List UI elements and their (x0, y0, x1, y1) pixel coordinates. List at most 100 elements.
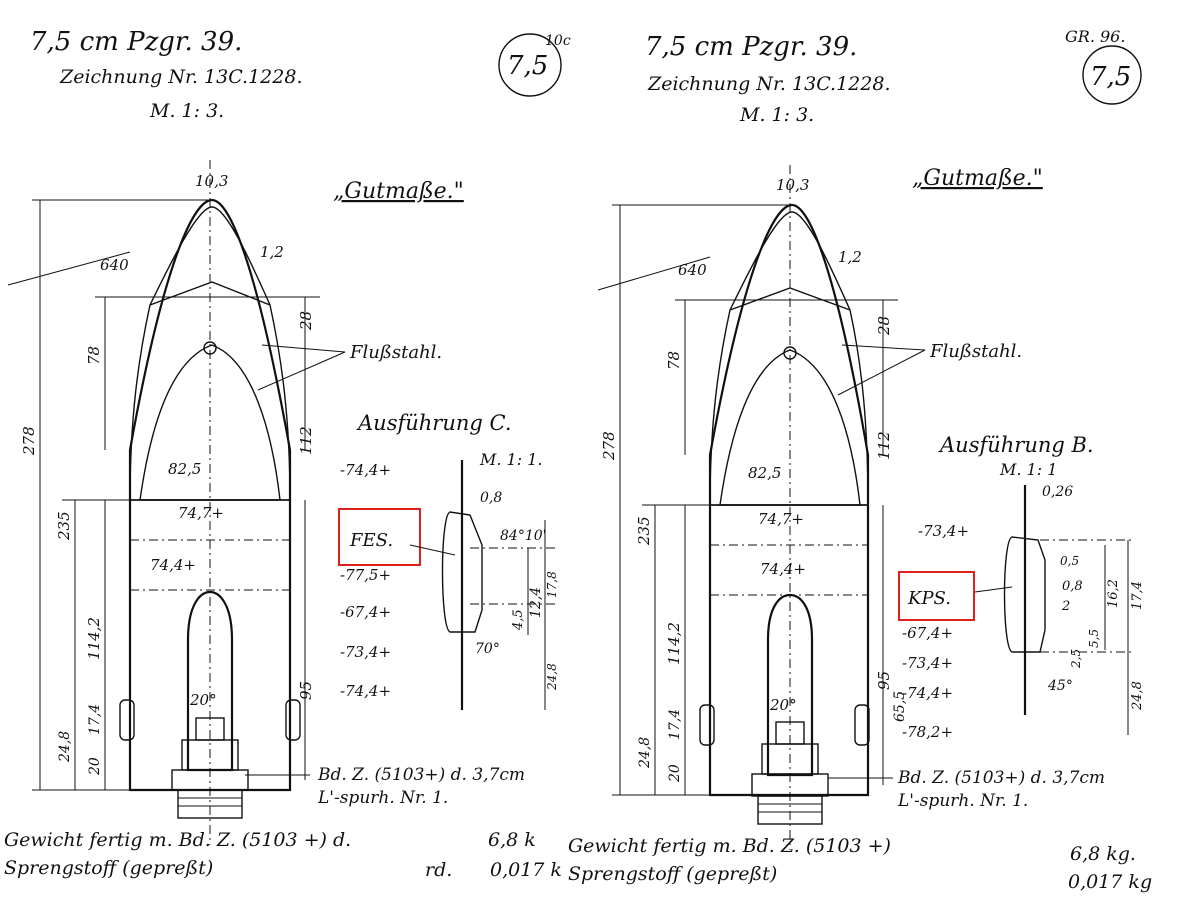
left-band-b5: -74,4+ (340, 682, 391, 700)
left-callout-box (338, 508, 421, 566)
left-band-b1: -74,4+ (340, 461, 391, 479)
left-band-r (285, 699, 301, 741)
right-dim-d747: 74,7+ (758, 510, 804, 528)
right-dim-d1142: 114,2 (665, 622, 683, 665)
right-dim-d78: 78 (665, 351, 683, 370)
right-heading: „Gutmaße." (912, 166, 1043, 191)
right-dim-d235: 235 (635, 516, 653, 546)
right-variant: Ausführung B. (938, 433, 1094, 457)
left-charge-rd: rd. (425, 859, 452, 881)
right-band-b4: -74,4+ (902, 684, 953, 702)
right-band-b3: -73,4+ (902, 654, 953, 672)
right-band-b9: 2 (1061, 599, 1070, 614)
left-band-b11: 17,8 (545, 571, 559, 598)
left-band-l (119, 699, 135, 741)
left-band-b12: 24,8 (545, 663, 559, 691)
left-dim-d248: 24,8 (57, 731, 73, 763)
left-dim-d747: 74,7+ (178, 504, 224, 522)
left-band-b3: -67,4+ (340, 603, 391, 621)
right-band-b10: 16,2 (1106, 579, 1121, 608)
right-scale: M. 1: 3. (739, 104, 814, 126)
left-cap-inner (149, 206, 213, 306)
left-drawing: 7,5 cm Pzgr. 39. Zeichnung Nr. 13C.1228.… (4, 27, 571, 881)
left-band-b9: 4,5 (511, 609, 526, 631)
left-band-b2: -77,5+ (340, 566, 391, 584)
left-dim-radius: 640 (100, 256, 129, 274)
right-callout-box (898, 571, 975, 621)
left-weight-value: 6,8 k (488, 829, 536, 851)
right-band-b8: 0,8 (1062, 579, 1083, 594)
right-dim-d248: 24,8 (637, 737, 653, 769)
right-body (709, 504, 869, 796)
right-band-b6: 0,26 (1042, 484, 1073, 500)
left-variant-scale: M. 1: 1. (479, 450, 542, 469)
left-dim-d1142: 114,2 (85, 617, 103, 660)
left-dim-d95: 95 (297, 681, 315, 700)
right-drawing-number: Zeichnung Nr. 13C.1228. (647, 73, 890, 95)
right-badge: 7,5 (1090, 62, 1131, 92)
left-dim-d112: 112 (297, 426, 315, 455)
left-band-b8: 12,4 (528, 587, 544, 618)
right-dim-d20: 20 (667, 764, 683, 783)
right-dim-d278: 278 (600, 431, 618, 461)
right-material: Flußstahl. (929, 341, 1022, 362)
left-dim-d744: 74,4+ (150, 556, 196, 574)
right-dim-tip: 10,3 (776, 176, 809, 194)
left-dim-wall: 1,2 (260, 243, 284, 261)
left-band-b10: 70° (475, 641, 500, 657)
left-title: 7,5 cm Pzgr. 39. (30, 27, 242, 57)
right-dim-d174: 17,4 (667, 709, 683, 740)
right-band-b14: 45° (1047, 678, 1073, 694)
right-variant-scale: M. 1: 1 (999, 460, 1057, 479)
left-weight-label: Gewicht fertig m. Bd. Z. (5103 +) d. (4, 829, 351, 851)
right-cap-hatch (709, 287, 869, 506)
right-band-b12: 5,5 (1087, 629, 1101, 648)
left-dim-r825: 82,5 (168, 460, 201, 478)
right-band-l (699, 704, 715, 746)
right-charge-value: 0,017 kg (1068, 871, 1152, 893)
left-drawing-number: Zeichnung Nr. 13C.1228. (59, 66, 302, 88)
right-dim-d95: 95 (875, 671, 893, 690)
left-dim-a20: 20° (189, 691, 217, 709)
left-dim-d174: 17,4 (87, 704, 103, 735)
right-band-b7: 0,5 (1060, 554, 1079, 568)
left-callout: FES. (349, 530, 393, 551)
left-badge: 7,5 (507, 51, 548, 81)
right-badge-circle (1082, 45, 1142, 105)
left-fuze-label: Bd. Z. (5103+) d. 3,7cm (317, 765, 525, 785)
right-band-b11: 17,4 (1130, 581, 1145, 610)
left-band-b7: 84°10' (500, 528, 546, 544)
right-callout: KPS. (907, 588, 951, 609)
right-band-section (1003, 536, 1046, 653)
right-charge-label: Sprengstoff (gepreßt) (568, 863, 777, 885)
left-dim-d20: 20 (87, 757, 103, 776)
left-charge-value: 0,017 k (490, 859, 562, 881)
right-band-b2: -67,4+ (902, 624, 953, 642)
left-dim-d278: 278 (20, 426, 38, 456)
right-core (719, 349, 861, 506)
left-variant: Ausführung C. (356, 411, 512, 435)
left-core (139, 344, 281, 501)
left-badge-circle (498, 33, 562, 97)
left-band-b4: -73,4+ (340, 643, 391, 661)
right-tracer-label: L'-spurh. Nr. 1. (897, 791, 1028, 811)
left-dim-d78: 78 (85, 346, 103, 365)
right-dim-d112: 112 (875, 431, 893, 460)
right-weight-value: 6,8 kg. (1070, 843, 1136, 865)
left-charge-label: Sprengstoff (gepreßt) (4, 857, 213, 879)
right-weight-label: Gewicht fertig m. Bd. Z. (5103 +) (568, 835, 891, 857)
left-band-b6: 0,8 (480, 490, 502, 506)
right-band-b13: 2,5 (1069, 649, 1083, 669)
right-band-b15: 24,8 (1130, 681, 1145, 711)
left-dim-d235: 235 (55, 511, 73, 541)
left-tracer-label: L'-spurh. Nr. 1. (317, 788, 448, 808)
left-scale: M. 1: 3. (149, 100, 224, 122)
right-fuze-label: Bd. Z. (5103+) d. 3,7cm (897, 768, 1105, 788)
left-band-section (441, 511, 483, 633)
left-heading: „Gutmaße." (333, 179, 464, 204)
right-band-r (854, 704, 870, 746)
right-dim-a20: 20° (769, 696, 797, 714)
right-cavity (766, 593, 814, 777)
right-dim-wall: 1,2 (838, 248, 862, 266)
